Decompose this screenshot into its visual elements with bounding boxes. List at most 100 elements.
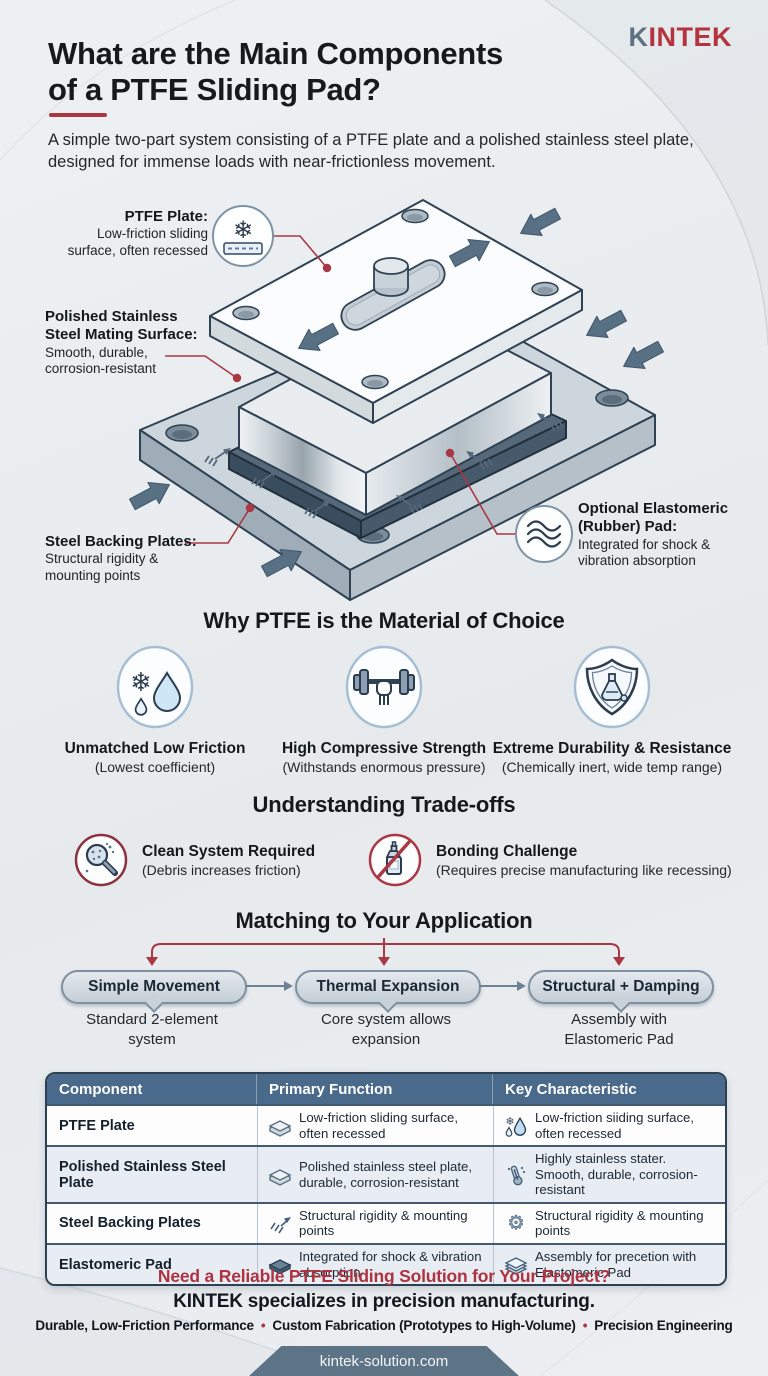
svg-text:❄: ❄ <box>505 1115 514 1128</box>
callout-title: Steel Backing Plates: <box>45 533 197 550</box>
slide-pin <box>373 257 409 297</box>
tradeoff-sub: (Debris increases friction) <box>142 861 301 878</box>
table-header-primary-function: Primary Function <box>257 1074 493 1104</box>
table-row: Elastomeric Pad Integrated for shock & vi… <box>47 1243 725 1285</box>
components-table: Component Primary Function Key Character… <box>45 1072 727 1287</box>
table-header-key-characteristic: Key Characteristic <box>505 1081 637 1098</box>
logo-k: K <box>628 22 649 52</box>
benefit-title: High Compressive Strength <box>281 740 487 757</box>
primary-function-cell: Structural rigidity & mounting points <box>257 1203 493 1244</box>
subtitle: A simple two-part system consisting of a… <box>48 131 694 172</box>
callout-stainless-surface: Polished Stainless Steel Mating Surface:… <box>45 308 220 378</box>
benefit-sub: (Withstands enormous pressure) <box>282 759 486 775</box>
cta-bullets: Durable, Low-Friction Performance • Custom… <box>0 1318 768 1333</box>
ptfe-plate-holes <box>232 208 559 390</box>
svg-text:⚙: ⚙ <box>507 1212 524 1234</box>
component-cell: Steel Backing Plates <box>59 1215 201 1232</box>
benefit-sub: (Lowest coefficient) <box>94 759 216 775</box>
option-thermal-expansion: Thermal Expansion <box>295 970 481 1004</box>
option-label: Simple Movement <box>88 978 220 995</box>
callout-steel-backing: Steel Backing Plates: Structural rigidit… <box>45 533 220 584</box>
pad-icon <box>268 1254 292 1276</box>
primary-function-cell: Polished stainless steel plate, durable,… <box>257 1147 493 1202</box>
callout-title: Polished Stainless <box>45 308 178 325</box>
snowflake-droplet-small-icon: ❄ <box>504 1115 528 1137</box>
tradeoffs-heading: Understanding Trade-offs <box>252 792 516 817</box>
shock-spring-glyphs <box>204 413 564 519</box>
cta-bullet-item: Custom Fabrication (Prototypes to High-V… <box>272 1318 576 1333</box>
svg-text:❄: ❄ <box>130 668 152 698</box>
flow-arrow-1 <box>246 981 293 991</box>
waves-icon <box>515 505 573 563</box>
benefit-sub: (Chemically inert, wide temp range) <box>501 759 723 775</box>
tradeoff-clean-system: Clean System Required (Debris increases … <box>72 831 315 889</box>
option-desc-structural: Assembly with Elastomeric Pad <box>564 1011 674 1048</box>
option-structural-damping: Structural + Damping <box>528 970 714 1004</box>
key-characteristic-cell: Assembly for precetion with Elastomeric … <box>493 1245 725 1285</box>
table-row: Polished Stainless Steel Plate Polished s… <box>47 1145 725 1202</box>
snowflake-plate-icon: ❄ <box>212 205 274 267</box>
cta-subline: KINTEK specializes in precision manufact… <box>173 1291 595 1312</box>
title-line-2: of a PTFE Sliding Pad? <box>48 71 381 107</box>
callout-lines <box>165 235 515 544</box>
option-label: Thermal Expansion <box>316 978 460 995</box>
component-cell: PTFE Plate <box>59 1117 135 1134</box>
cta-headline: Need a Reliable PTFE Sliding Solution fo… <box>157 1266 611 1286</box>
component-cell: Elastomeric Pad <box>59 1256 172 1273</box>
snowflake-droplet-icon: ❄ <box>116 645 194 729</box>
benefit-compressive-strength: High Compressive Strength (Withstands en… <box>259 645 509 775</box>
svg-text:❄: ❄ <box>233 216 253 244</box>
logo-rest: INTEK <box>648 22 732 52</box>
primary-function-cell: Integrated for shock & vibration absorpt… <box>257 1245 493 1285</box>
spring-arrow-icon <box>268 1212 292 1234</box>
title-underline <box>49 113 107 117</box>
tradeoff-bonding: Bonding Challenge (Requires precise manu… <box>366 831 732 889</box>
key-characteristic-cell: Highly stainless stater. Smooth, durable… <box>493 1147 725 1202</box>
bullet-separator: • <box>582 1318 588 1333</box>
layers-icon <box>504 1254 528 1276</box>
benefit-durability: Extreme Durability & Resistance (Chemica… <box>487 645 737 775</box>
callout-ptfe-plate: PTFE Plate: Low-friction sliding surface… <box>40 208 208 259</box>
plate-layer-icon <box>268 1164 292 1186</box>
footer-url[interactable]: kintek-solution.com <box>249 1346 519 1376</box>
matching-bracket-arrows <box>146 938 625 966</box>
dumbbell-icon <box>345 645 423 729</box>
tradeoff-sub: (Requires precise manufacturing like rec… <box>436 861 732 878</box>
kintek-logo: KINTEK <box>629 22 733 53</box>
plate-layer-icon <box>268 1115 292 1137</box>
key-characteristic-cell: ⚙Structural rigidity & mounting points <box>493 1203 725 1244</box>
table-body: PTFE Plate Low-friction sliding surface, … <box>47 1104 725 1285</box>
gear-icon: ⚙ <box>504 1212 528 1234</box>
option-label: Structural + Damping <box>542 978 700 995</box>
matching-heading: Matching to Your Application <box>235 908 533 933</box>
magnifier-debris-icon <box>74 833 128 887</box>
benefit-low-friction: ❄ Unmatched Low Friction (Lowest coeffic… <box>30 645 280 775</box>
component-cell: Polished Stainless Steel Plate <box>59 1158 226 1191</box>
title-line-1: What are the Main Components <box>48 36 503 71</box>
page-title: What are the Main Components of a PTFE S… <box>48 36 503 108</box>
tradeoff-title: Bonding Challenge <box>436 842 578 860</box>
benefit-title: Unmatched Low Friction <box>64 740 246 757</box>
bullet-separator: • <box>260 1318 266 1333</box>
primary-function-cell: Low-friction sliding surface, often rece… <box>257 1106 493 1146</box>
cta-bullet-item: Precision Engineering <box>594 1318 733 1333</box>
exploded-diagram: ❄ <box>129 199 664 601</box>
tradeoff-title: Clean System Required <box>142 842 316 860</box>
option-desc-simple: Standard 2-element system <box>86 1011 218 1048</box>
callout-title: Optional Elastomeric <box>578 500 729 517</box>
benefits-heading: Why PTFE is the Material of Choice <box>203 608 565 633</box>
benefit-title: Extreme Durability & Resistance <box>492 740 732 757</box>
table-header-component: Component <box>47 1074 257 1104</box>
callout-title: PTFE Plate: <box>124 208 208 225</box>
thermometer-icon <box>504 1164 528 1186</box>
cta-bullet-item: Durable, Low-Friction Performance <box>35 1318 254 1333</box>
table-row: PTFE Plate Low-friction sliding surface, … <box>47 1104 725 1146</box>
callout-elastomeric-pad: Optional Elastomeric (Rubber) Pad: Integ… <box>578 500 753 570</box>
table-row: Steel Backing Plates Structural rigidity … <box>47 1201 725 1244</box>
callout-dots <box>232 263 455 513</box>
no-glue-icon <box>368 833 422 887</box>
table-header-row: Component Primary Function Key Character… <box>47 1074 725 1104</box>
option-desc-thermal: Core system allows expansion <box>320 1011 452 1048</box>
key-characteristic-cell: ❄Low-friction siiding surface, often rec… <box>493 1106 725 1146</box>
